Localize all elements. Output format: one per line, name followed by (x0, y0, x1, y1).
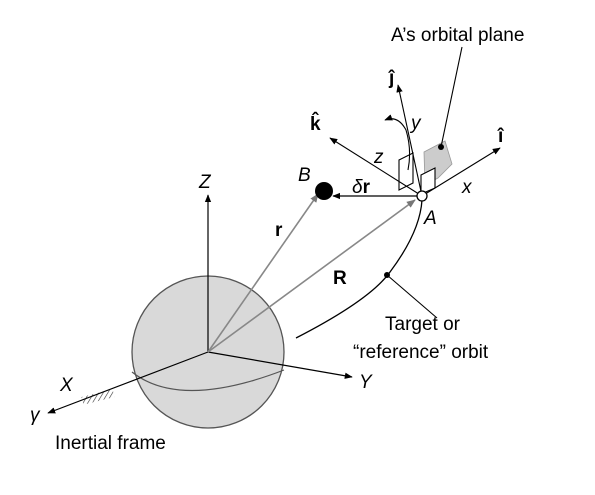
j-hat-label: ĵ (388, 68, 395, 89)
target-orbit-line1: Target or (385, 314, 461, 335)
point-A-label: A (423, 208, 437, 229)
target-orbit-line2: “reference” orbit (353, 342, 489, 363)
inertial-Y-label: Y (359, 372, 373, 393)
reference-orbit-arc (295, 199, 423, 339)
r-vector-label: r (275, 220, 283, 241)
point-B-label: B (298, 165, 311, 186)
point-B-marker (315, 182, 333, 200)
j-hat-arrow (396, 84, 423, 197)
x-axis-arrow (47, 351, 209, 414)
local-y-label: y (409, 113, 422, 134)
r-vector-arrow (207, 193, 319, 353)
inertial-Z-label: Z (198, 172, 212, 193)
inertial-frame-label: Inertial frame (55, 433, 166, 454)
orbit-direction-arrow (384, 114, 411, 171)
plane-leader-line (440, 46, 463, 148)
inertial-hatch (81, 389, 115, 405)
k-hat-label: k̂ (310, 113, 321, 135)
local-x-label: x (461, 177, 473, 198)
gamma-label: γ (30, 405, 41, 426)
orbital-plane-label: A’s orbital plane (391, 25, 524, 46)
y-axis-arrow (207, 351, 353, 379)
orbit-leader-line (386, 274, 438, 319)
i-hat-label: î (497, 126, 505, 147)
R-vector-label: R (333, 268, 347, 289)
delta-r-delta: δ (352, 177, 363, 198)
point-A-marker (416, 190, 428, 202)
R-vector-arrow (207, 199, 416, 353)
z-frame-box (398, 152, 414, 191)
delta-r-label: δr (352, 177, 371, 198)
i-hat-arrow (421, 147, 501, 197)
earth-equator (131, 369, 285, 392)
local-z-label: z (373, 147, 384, 168)
x-frame-box (420, 167, 436, 195)
inertial-X-label: X (59, 375, 74, 396)
k-hat-arrow (329, 137, 423, 197)
delta-r-r: r (363, 177, 371, 198)
